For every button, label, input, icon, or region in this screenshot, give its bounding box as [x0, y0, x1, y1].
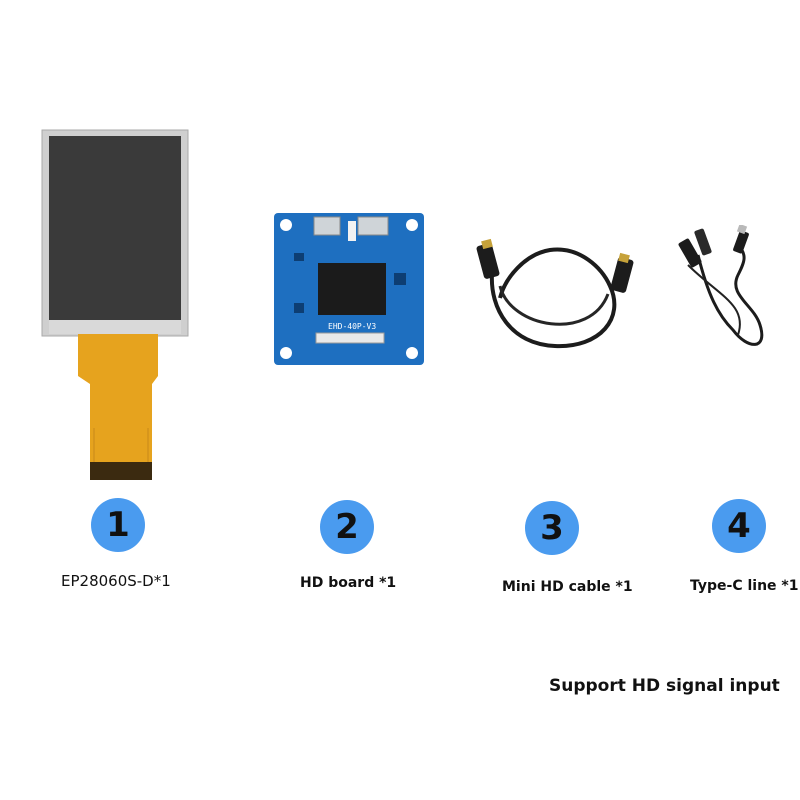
item-label-1: EP28060S-D*1: [61, 572, 171, 590]
item-number-badge-2: 2: [320, 500, 374, 554]
item-number-badge-3: 3: [525, 501, 579, 555]
mini-hd-cable-image: [470, 238, 640, 350]
hd-board-image: EHD-40P-V3: [274, 213, 424, 365]
item-number-badge-4: 4: [712, 499, 766, 553]
item-label-2: HD board *1: [300, 575, 397, 591]
item-label-4: Type-C line *1: [690, 578, 799, 594]
lcd-panel-image: [40, 128, 190, 480]
signal-support-caption: Support HD signal input: [549, 676, 780, 696]
board-silkscreen-text: EHD-40P-V3: [328, 322, 376, 331]
type-c-line-image: [678, 223, 778, 360]
item-number-badge-1: 1: [91, 498, 145, 552]
item-label-3: Mini HD cable *1: [502, 579, 633, 595]
